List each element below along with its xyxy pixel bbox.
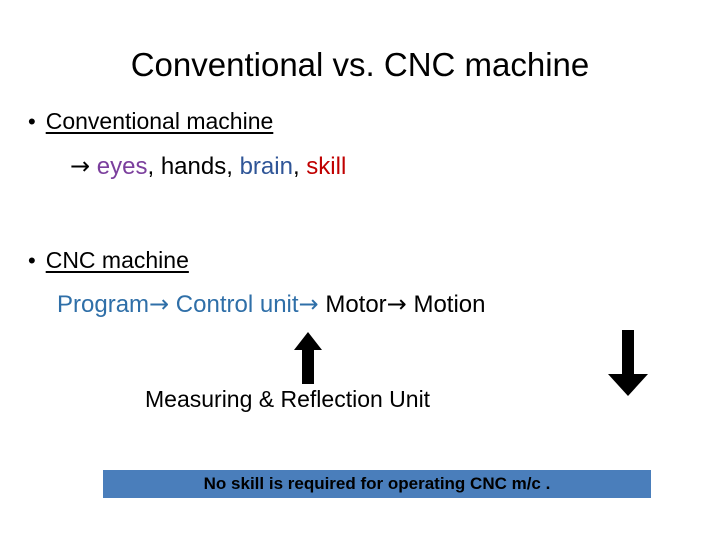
hook-arrow-icon: [608, 330, 648, 396]
up-arrow-icon: [294, 332, 322, 384]
flow-step-motion: Motion: [406, 291, 486, 318]
comma-1: ,: [147, 153, 161, 180]
bullet-marker-icon-2: •: [28, 248, 36, 273]
flow-arrow-1-icon: →: [149, 290, 170, 318]
status-banner-text: No skill is required for operating CNC m…: [203, 474, 551, 493]
comma-3: ,: [292, 153, 307, 180]
bullet-item-conventional: • Conventional machine: [28, 108, 273, 135]
word-eyes: eyes: [96, 153, 148, 180]
right-arrow-icon: →: [70, 152, 91, 180]
conventional-attributes-line: → eyes, hands, brain, skill: [70, 152, 346, 181]
bullet-item-cnc: • CNC machine: [28, 247, 189, 274]
bullet-label-cnc: CNC machine: [45, 247, 189, 273]
flow-arrow-3-icon: →: [386, 290, 407, 318]
comma-2: ,: [226, 153, 240, 180]
flow-step-program: Program: [57, 291, 150, 318]
status-banner: No skill is required for operating CNC m…: [103, 470, 651, 498]
bullet-marker-icon: •: [28, 109, 36, 134]
word-brain: brain: [239, 153, 293, 180]
word-hands: hands: [160, 153, 227, 180]
flow-step-motor: Motor: [318, 291, 387, 318]
feedback-unit-label: Measuring & Reflection Unit: [145, 386, 431, 412]
page-title: Conventional vs. CNC machine: [130, 46, 590, 83]
cnc-flow-line: Program→ Control unit→ Motor→ Motion: [57, 290, 485, 319]
word-skill: skill: [306, 153, 347, 180]
flow-arrow-2-icon: →: [298, 290, 319, 318]
flow-step-control-unit: Control unit: [169, 291, 299, 318]
bullet-label-conventional: Conventional machine: [45, 108, 274, 134]
